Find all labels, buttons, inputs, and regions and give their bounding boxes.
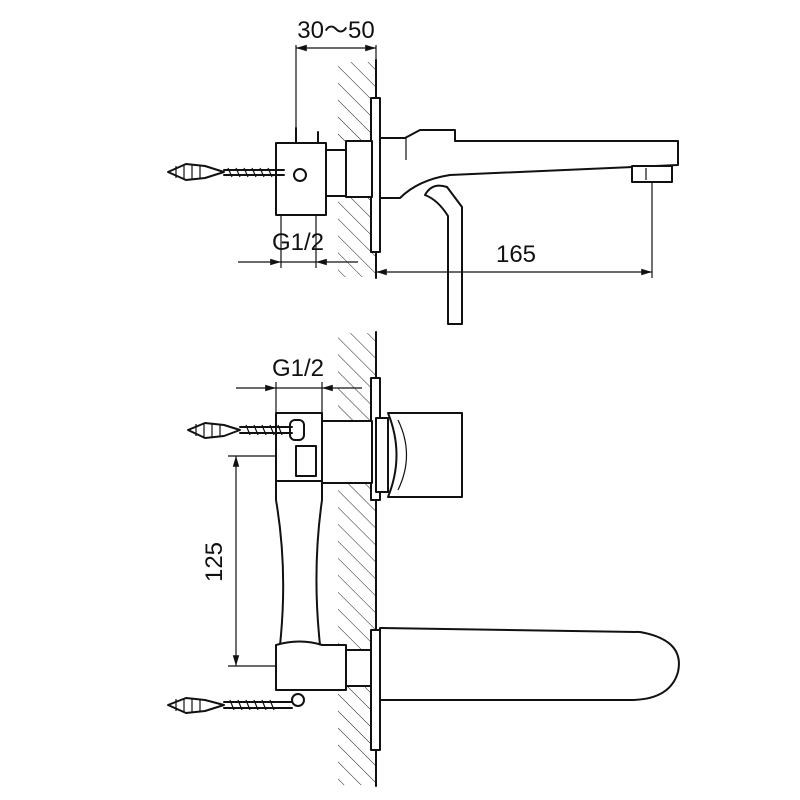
dim-165-label: 165 [496, 241, 536, 268]
dim-165: 165 [376, 182, 653, 278]
front-connecting-pipe [275, 480, 323, 646]
top-valve-collar [345, 140, 373, 198]
front-view: G1/2 125 [167, 331, 680, 787]
dim-30-50-label: 30～50 [297, 17, 374, 44]
dim-125: 125 [201, 455, 276, 667]
dim-g12-top: G1/2 [238, 215, 358, 268]
dim-g12-front-label: G1/2 [272, 355, 324, 382]
top-wall-anchor-icon [167, 163, 285, 181]
front-lower-valve-body [275, 640, 347, 691]
dim-g12-top-label: G1/2 [272, 229, 324, 256]
top-lever-handle [424, 184, 463, 325]
dim-30-50: 30～50 [295, 17, 377, 128]
front-spout [379, 627, 680, 701]
top-valve-stem [325, 149, 347, 197]
top-view: 30～50 G1/2 165 [167, 17, 679, 325]
front-lower-anchor-icon [167, 697, 293, 714]
dim-g12-front: G1/2 [236, 355, 362, 413]
front-lower-cover-plate [370, 629, 381, 751]
front-handle [387, 412, 463, 498]
top-spout-body [379, 129, 679, 199]
top-aerator [631, 165, 673, 183]
front-upper-anchor-icon [187, 422, 293, 439]
dim-125-label: 125 [201, 542, 228, 582]
front-wall-hatch [338, 333, 376, 785]
